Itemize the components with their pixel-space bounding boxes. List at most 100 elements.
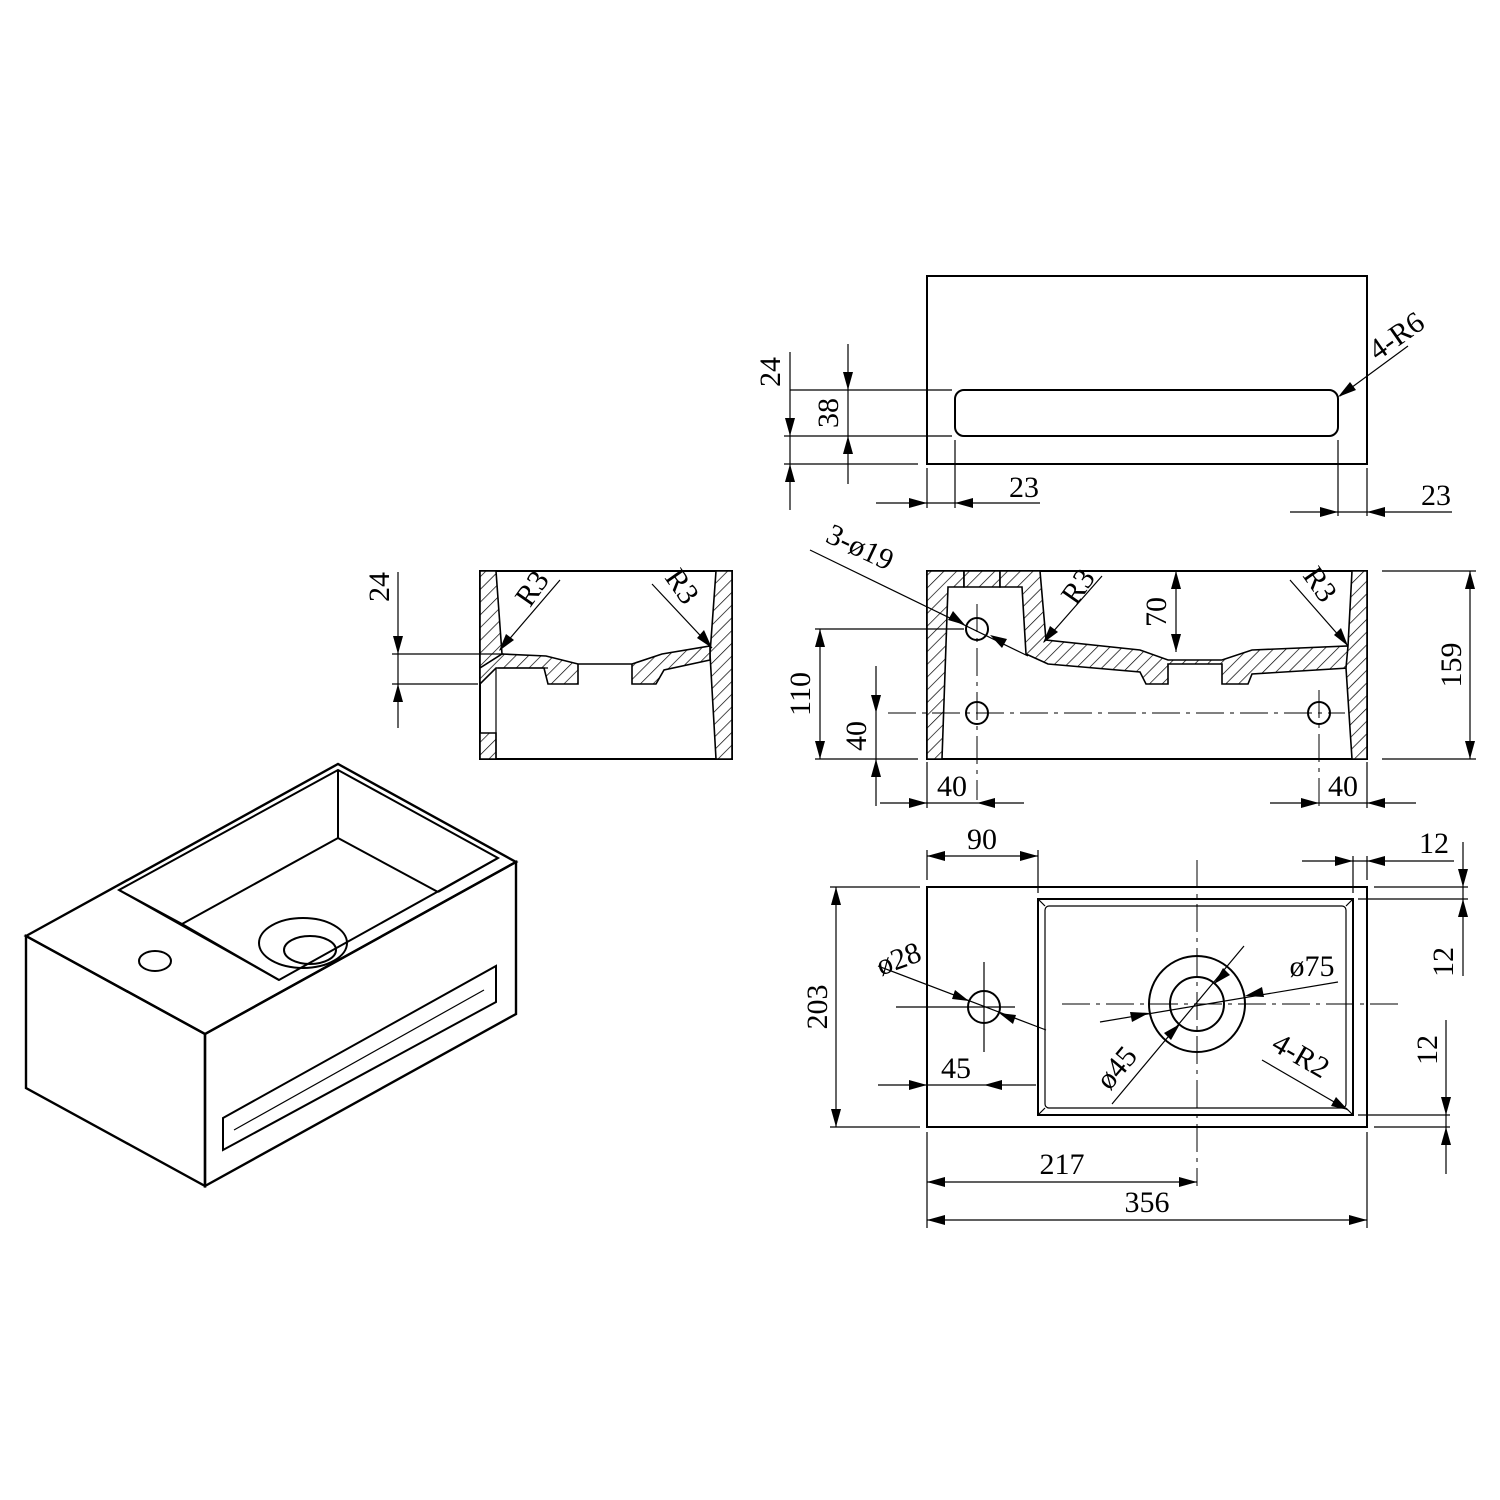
iso-towel-slot (222, 964, 497, 1152)
corner-line (1037, 898, 1046, 907)
iso-waste-outer (258, 917, 348, 969)
arrowhead (1301, 798, 1319, 808)
dim-70-label: 70 (1140, 597, 1173, 627)
arrowhead (909, 1080, 927, 1090)
corner-line (1345, 898, 1354, 907)
dim-159-label: 159 (1435, 643, 1468, 688)
arrowhead (1367, 856, 1385, 866)
arrowhead (831, 887, 841, 905)
arrowhead (843, 372, 853, 390)
radius-4-r2-label: 4-R2 (1267, 1026, 1335, 1085)
dim-38-label: 38 (812, 398, 845, 428)
arrowhead (1171, 634, 1181, 652)
dim-24-label: 24 (754, 357, 787, 387)
arrowhead (1335, 856, 1353, 866)
arrowhead (1338, 382, 1356, 397)
arrowhead (955, 498, 973, 508)
r3-right-label: R3 (1296, 561, 1343, 609)
dim-12-bottom-label: 12 (1411, 1035, 1444, 1065)
arrowhead (977, 798, 995, 808)
iso-basin-wall-edge (118, 889, 183, 925)
arrowhead (1458, 899, 1468, 917)
back-view: 24 38 23 23 4-R6 (754, 275, 1452, 517)
back-view-outline (926, 275, 1368, 465)
iso-left-face (24, 933, 207, 1189)
arrowhead (1349, 1215, 1367, 1225)
iso-basin-floor-edge (181, 837, 339, 925)
iso-towel-slot-inner (233, 989, 485, 1131)
arrowhead (1179, 1177, 1197, 1187)
arrowhead (1465, 571, 1475, 589)
arrowhead (952, 990, 969, 1001)
arrowhead (1245, 987, 1264, 997)
arrowhead (815, 741, 825, 759)
dim-24-label: 24 (363, 572, 396, 602)
arrowhead (1320, 507, 1338, 517)
arrowhead (871, 759, 881, 777)
front-section-view: 3-ø19 R3 R3 70 110 40 159 (784, 518, 1476, 808)
dim-90-label: 90 (967, 823, 997, 856)
top-view: 90 12 12 12 203 ø28 ø75 ø45 (801, 823, 1468, 1228)
arrowhead (1441, 1097, 1451, 1115)
isometric-view (23, 762, 519, 1189)
arrowhead (871, 695, 881, 713)
r3-left-label: R3 (1055, 563, 1102, 611)
towel-slot-outline (954, 389, 1339, 437)
arrowhead (785, 418, 795, 436)
holes-3-dia-19-label: 3-ø19 (821, 518, 898, 577)
arrowhead (393, 684, 403, 702)
basin-floor-hatch (479, 645, 711, 686)
dim-40-vertical-label: 40 (840, 721, 873, 751)
dim-12-right-label: 12 (1427, 947, 1460, 977)
front-basin-floor-hatch (999, 570, 1349, 685)
iso-waste-inner (283, 935, 337, 965)
side-wall-left-foot-hatch (479, 732, 497, 760)
arrowhead (984, 1080, 1002, 1090)
tap-hole-dia-28-label: ø28 (872, 936, 926, 982)
arrowhead (927, 851, 945, 861)
dim-23-left-label: 23 (1009, 471, 1039, 504)
iso-basin-floor-edge (337, 837, 439, 893)
radius-4-r6-label: 4-R6 (1363, 305, 1431, 366)
arrowhead (927, 1177, 945, 1187)
dim-12-top-label: 12 (1419, 827, 1449, 860)
iso-right-face (203, 859, 518, 1189)
deck-strip-hatch (963, 570, 1001, 588)
arrowhead (1020, 851, 1038, 861)
arrowhead (499, 634, 514, 651)
arrowhead (990, 635, 1007, 648)
arrowhead (1043, 626, 1058, 643)
arrowhead (1164, 1024, 1180, 1040)
arrowhead (948, 611, 965, 625)
front-wall-left-hatch (926, 570, 965, 760)
arrowhead (831, 1109, 841, 1127)
arrowhead (1367, 798, 1385, 808)
arrowhead (1458, 869, 1468, 887)
dim-45-label: 45 (941, 1052, 971, 1085)
waste-dia-45-label: ø45 (1090, 1040, 1144, 1096)
iso-tap-hole (138, 950, 172, 972)
arrowhead (909, 498, 927, 508)
dim-40-right-label: 40 (1328, 770, 1358, 803)
iso-basin-wall-edge (437, 857, 499, 893)
waste-dia-75-label: ø75 (1290, 950, 1335, 983)
leader-3-holes (809, 549, 1029, 657)
arrowhead (1367, 507, 1385, 517)
r3-right-label: R3 (658, 563, 705, 611)
front-wall-right-hatch (1345, 570, 1368, 760)
arrowhead (1465, 741, 1475, 759)
dim-356-label: 356 (1125, 1186, 1170, 1219)
dim-23-right-label: 23 (1421, 479, 1451, 512)
arrowhead (393, 636, 403, 654)
arrowhead (1171, 571, 1181, 589)
arrowhead (999, 1013, 1016, 1024)
arrowhead (1214, 968, 1230, 984)
corner-line (1037, 1107, 1046, 1116)
arrowhead (1441, 1127, 1451, 1145)
iso-top-face (23, 762, 519, 1036)
iso-basin-rim (116, 768, 501, 982)
arrowhead (1334, 628, 1348, 646)
arrowhead (815, 629, 825, 647)
